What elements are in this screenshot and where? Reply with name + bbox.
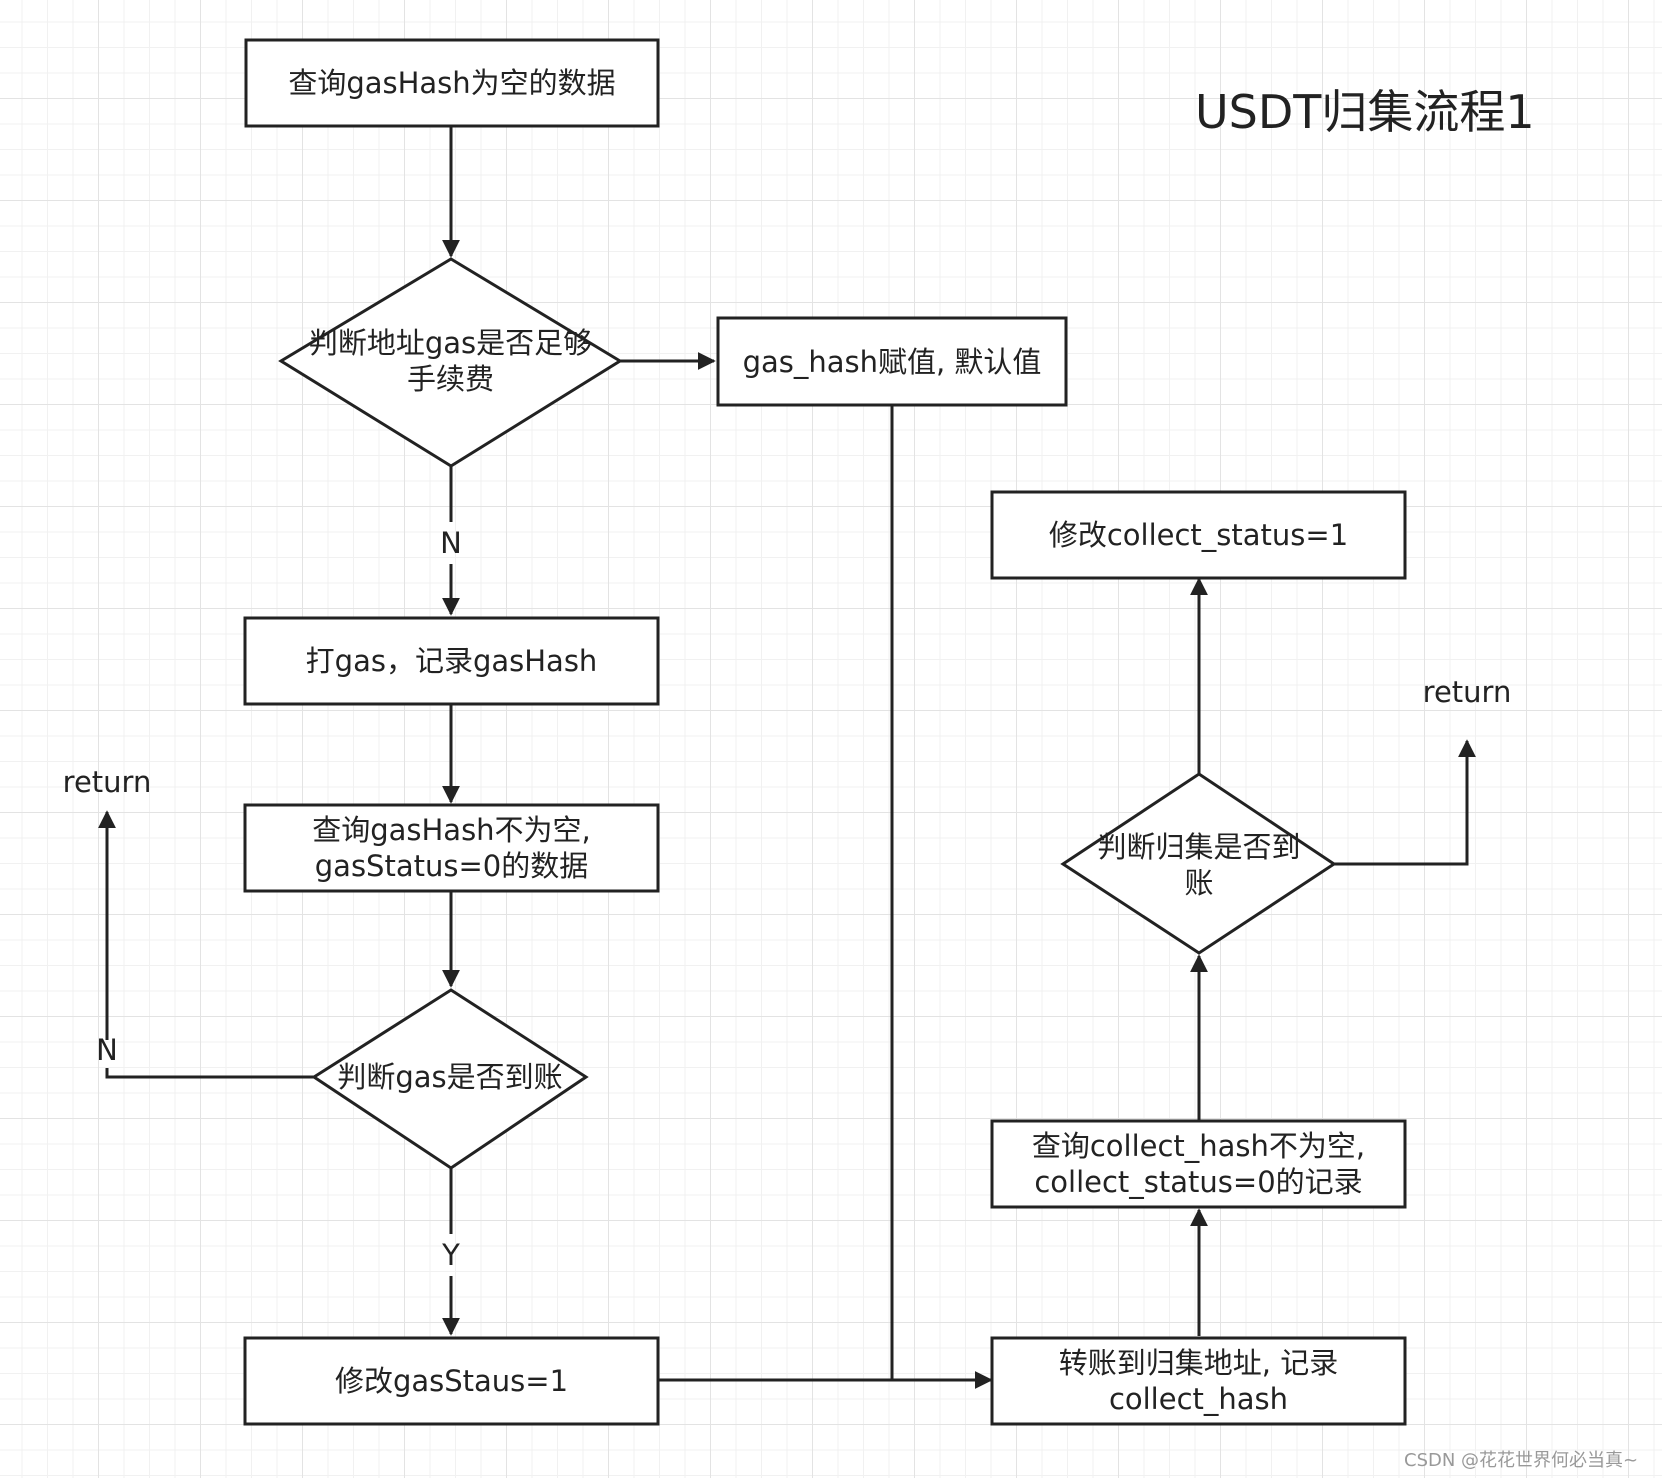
label-query-collect-hash-line2: collect_status=0的记录	[1034, 1165, 1363, 1199]
label-judge-gas-enough: 判断地址gas是否足够 手续费	[281, 318, 620, 404]
node-assign-gas-hash	[716, 316, 1068, 407]
label-assign-gas-hash: gas_hash赋值, 默认值	[718, 318, 1066, 405]
label-judge-collect-arrived: 判断归集是否到 账	[1063, 822, 1335, 908]
return-right-label: return	[1422, 675, 1512, 709]
label-query-gashash-not-empty: 查询gasHash不为空, gasStatus=0的数据	[245, 805, 658, 891]
label-query-collect-hash: 查询collect_hash不为空, collect_status=0的记录	[992, 1121, 1405, 1207]
node-query-collect-hash	[990, 1119, 1407, 1209]
label-send-gas: 打gas，记录gasHash	[245, 618, 658, 704]
label-transfer-collect: 转账到归集地址, 记录 collect_hash	[992, 1338, 1405, 1424]
label-update-gas-status-text: 修改gasStaus=1	[334, 1364, 569, 1398]
label-send-gas-text: 打gas，记录gasHash	[305, 644, 598, 678]
label-update-gas-status: 修改gasStaus=1	[245, 1338, 658, 1424]
label-update-collect-status-text: 修改collect_status=1	[1048, 518, 1349, 552]
label-judge-collect-arrived-line1: 判断归集是否到	[1097, 830, 1301, 864]
return-left-label: return	[62, 765, 152, 799]
node-query-gashash-empty	[244, 38, 660, 128]
diagram-title: USDT归集流程1	[1195, 85, 1535, 139]
label-assign-gas-hash-text: gas_hash赋值, 默认值	[742, 344, 1042, 379]
label-judge-gas-enough-line1: 判断地址gas是否足够	[308, 326, 593, 360]
label-query-gashash-empty: 查询gasHash为空的数据	[246, 40, 658, 126]
node-judge-gas-arrived	[311, 988, 589, 1170]
watermark: CSDN @花花世界何必当真~	[1404, 1450, 1639, 1471]
node-update-collect-status	[990, 490, 1407, 580]
edge-label-n1: N	[440, 526, 462, 560]
node-judge-collect-arrived	[1060, 772, 1337, 955]
label-judge-gas-arrived-text: 判断gas是否到账	[337, 1060, 563, 1094]
edge-label-y1: Y	[442, 1238, 460, 1272]
edge-judge2-to-return	[107, 812, 314, 1079]
label-transfer-collect-line1: 转账到归集地址, 记录	[1058, 1346, 1339, 1380]
node-update-gas-status	[243, 1336, 660, 1426]
label-update-collect-status: 修改collect_status=1	[992, 492, 1405, 578]
node-transfer-collect	[990, 1336, 1407, 1426]
label-judge-gas-arrived: 判断gas是否到账	[314, 1040, 586, 1114]
label-transfer-collect-line2: collect_hash	[1108, 1382, 1289, 1416]
label-query-collect-hash-line1: 查询collect_hash不为空,	[1031, 1129, 1366, 1163]
node-query-gashash-not-empty	[243, 803, 660, 893]
label-judge-gas-enough-line2: 手续费	[406, 362, 494, 396]
edge-judge3-to-return	[1334, 739, 1476, 866]
label-query-gashash-empty-text: 查询gasHash为空的数据	[288, 66, 616, 100]
label-judge-collect-arrived-line2: 账	[1184, 866, 1214, 900]
edge-label-n2: N	[96, 1033, 118, 1067]
label-query-gashash-not-empty-line2: gasStatus=0的数据	[314, 849, 589, 883]
node-send-gas	[243, 616, 660, 706]
node-judge-gas-enough	[278, 257, 623, 468]
label-query-gashash-not-empty-line1: 查询gasHash不为空,	[312, 813, 591, 847]
